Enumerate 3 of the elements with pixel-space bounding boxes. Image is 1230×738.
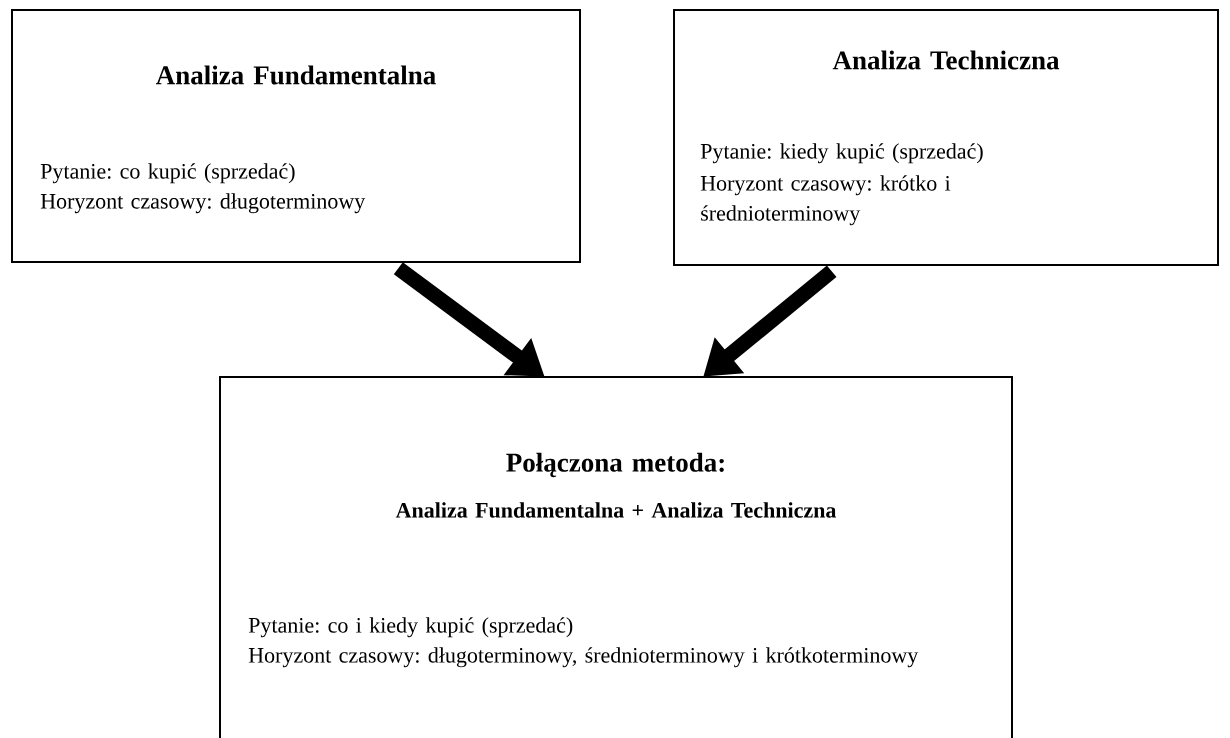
text-box: Połączona metoda: Analiza Fundamentalna + Analiza Techniczna Pytanie: co i kiedy kupić (sprzedać) Horyzont czasowy: długoterminowy, średnioterminowy i krótkoterminowy [219,376,1013,738]
text-box: Analiza Techniczna Pytanie: kiedy kupić (sprzedać) Horyzont czasowy: krótko i średnioterminowy [673,9,1219,266]
text-box: Analiza Fundamentalna Pytanie: co kupić (sprzedać) Horyzont czasowy: długoterminowy [11,9,581,263]
